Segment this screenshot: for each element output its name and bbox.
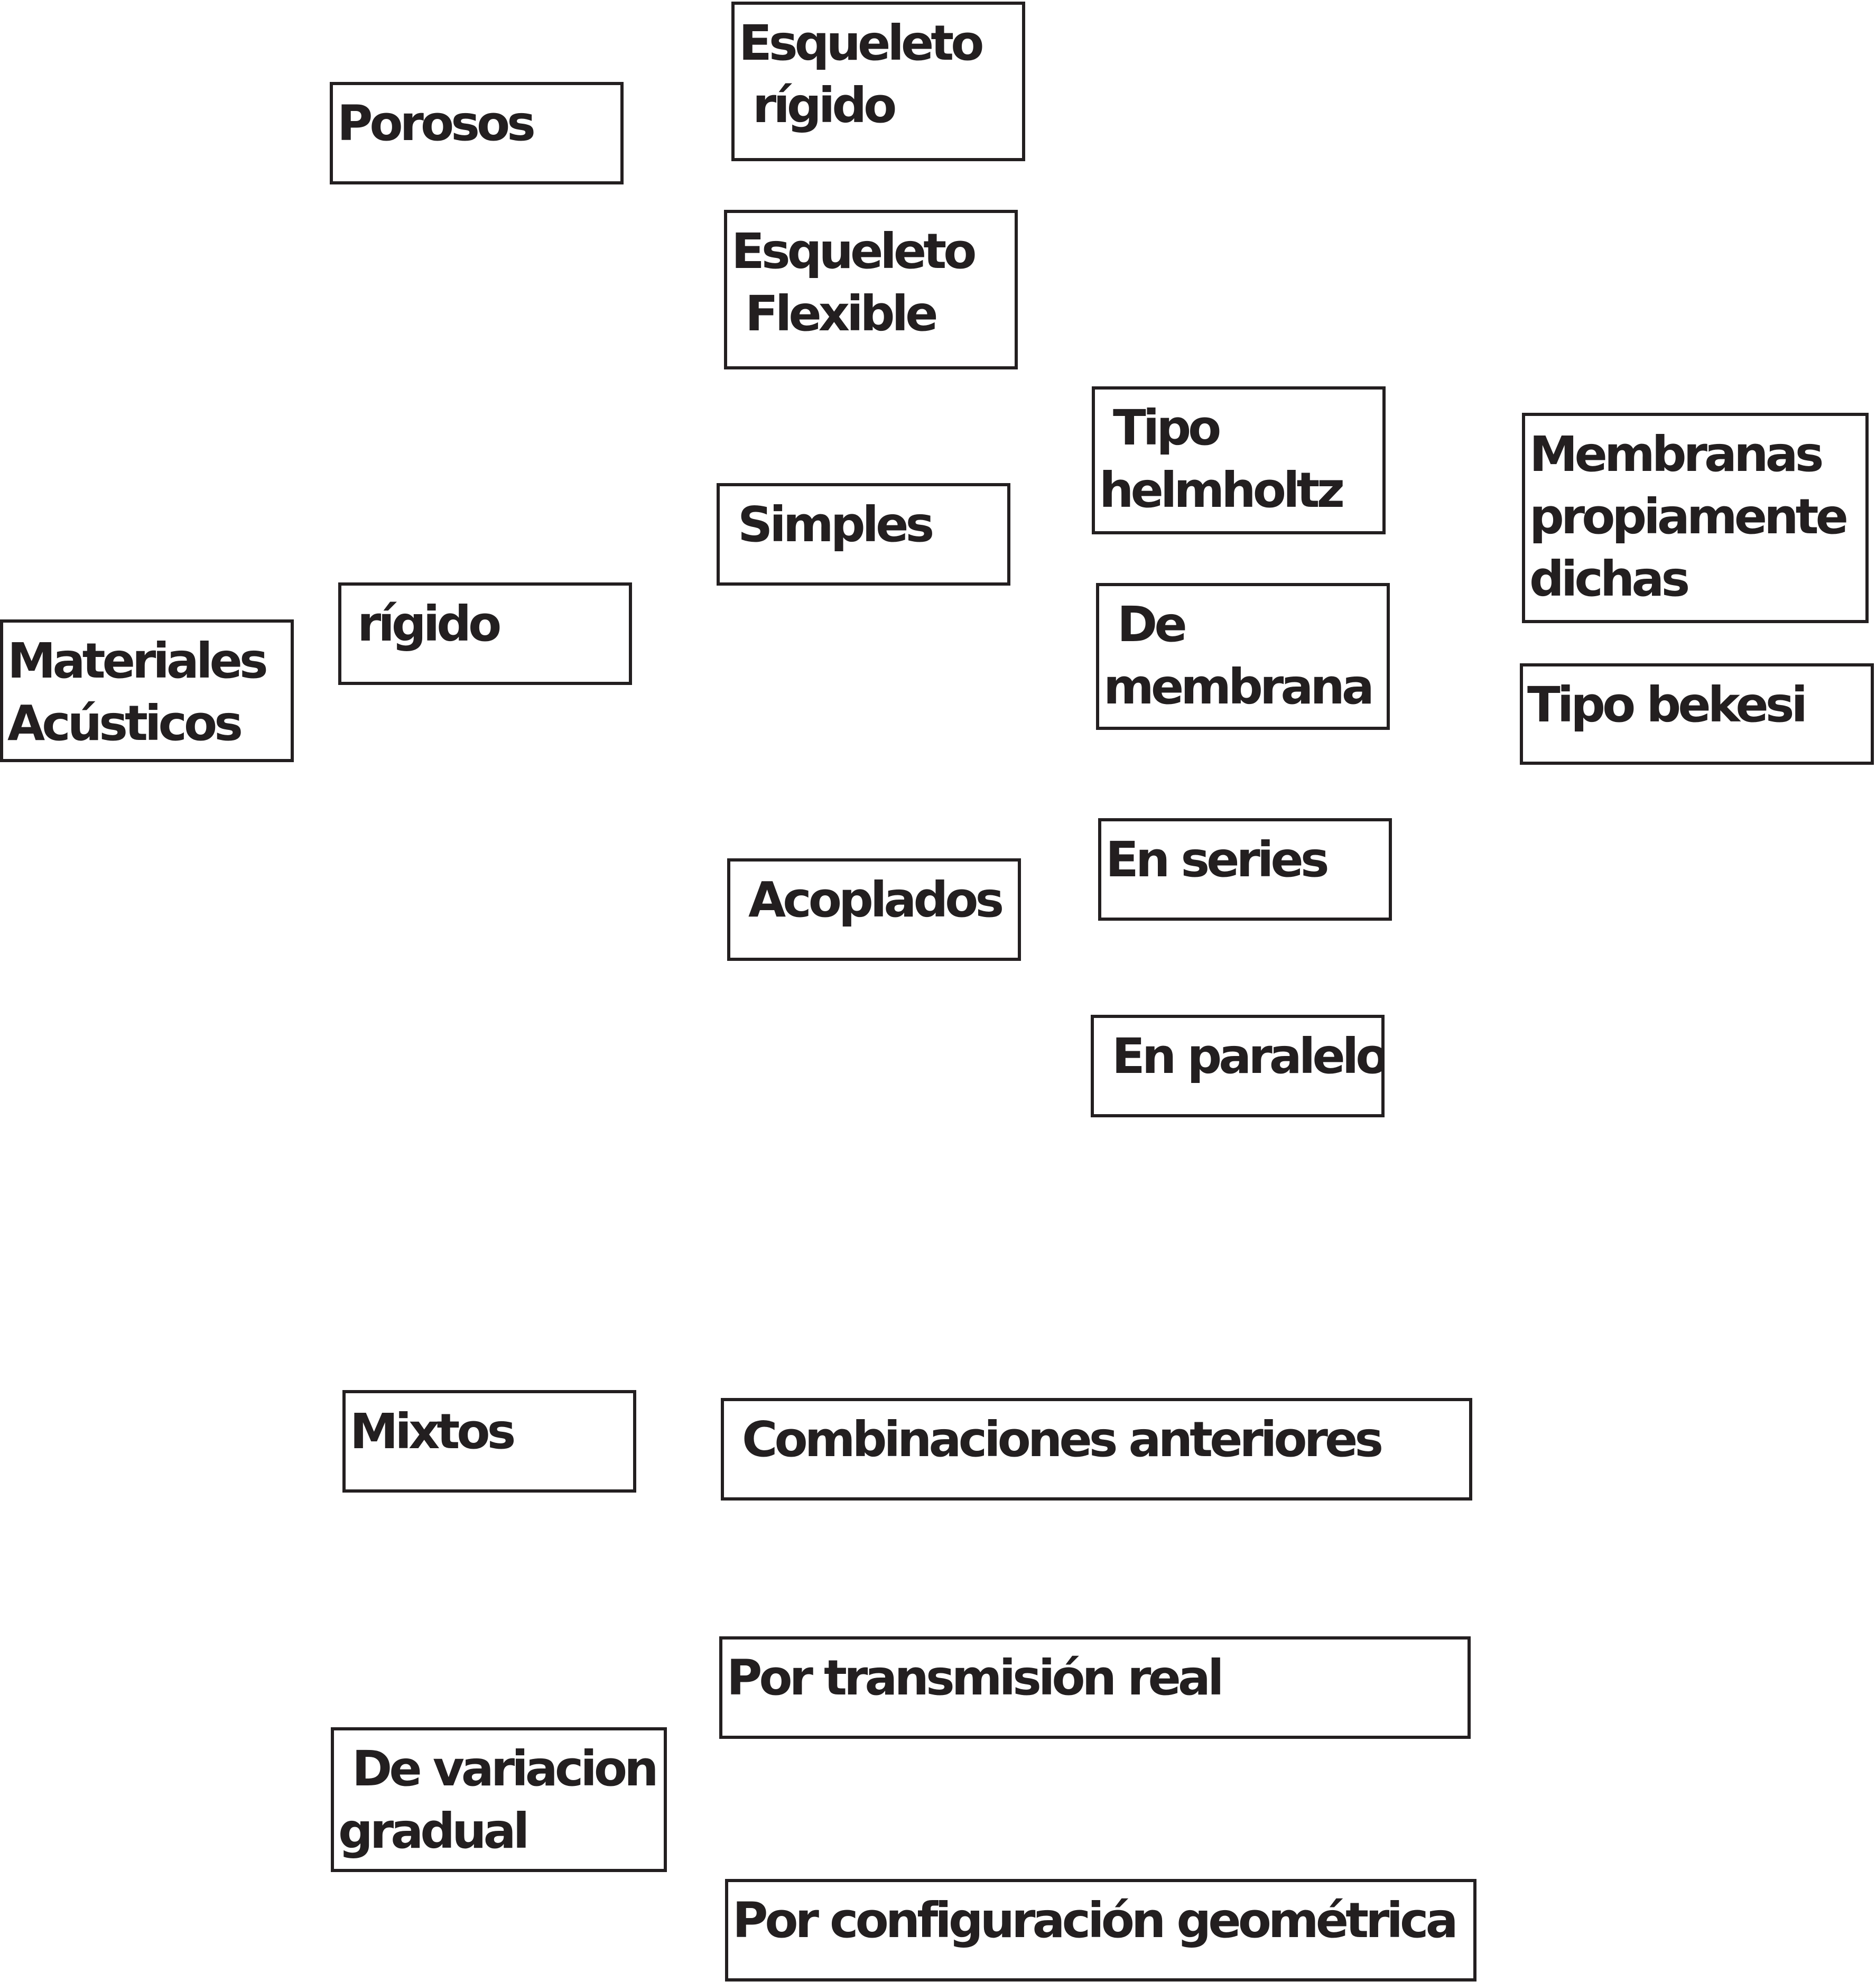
node-de-variacion-gradual: De variacion gradual [331,1727,667,1872]
node-materiales-acusticos: Materiales Acústicos [0,619,294,762]
node-por-transmision-real: Por transmisión real [719,1636,1471,1739]
node-esqueleto-flexible: Esqueleto Flexible [724,210,1018,369]
node-porosos: Porosos [330,82,624,184]
node-mixtos: Mixtos [342,1390,636,1493]
node-esqueleto-rigido: Esqueleto rígido [731,2,1025,161]
node-tipo-bekesi: Tipo bekesi [1520,663,1874,765]
node-en-series: En series [1098,818,1392,921]
node-simples: Simples [717,483,1010,586]
node-membranas-propiamente-dichas: Membranas propiamente dichas [1522,413,1869,623]
node-tipo-helmholtz: Tipo helmholtz [1092,386,1386,534]
node-por-configuracion-geometrica: Por configuración geométrica [725,1879,1476,1981]
node-combinaciones-anteriores: Combinaciones anteriores [721,1398,1472,1501]
node-de-membrana: De membrana [1096,583,1390,730]
node-rigido: rígido [338,582,632,685]
node-en-paralelo: En paralelo [1091,1015,1385,1117]
node-acoplados: Acoplados [727,858,1021,961]
